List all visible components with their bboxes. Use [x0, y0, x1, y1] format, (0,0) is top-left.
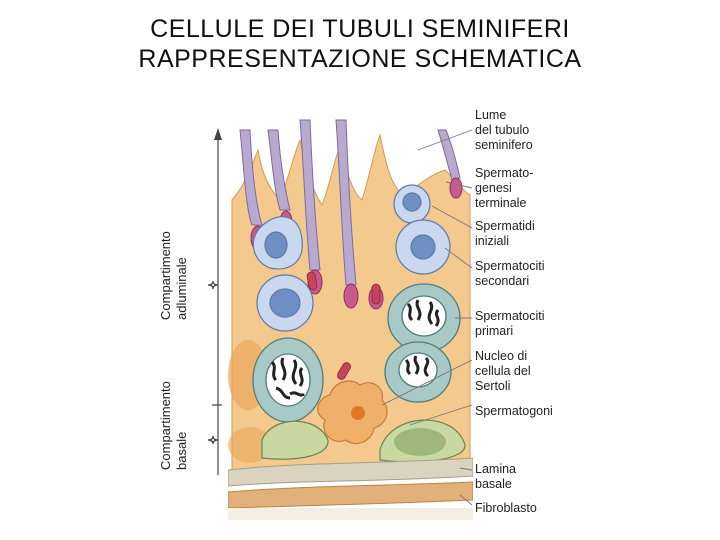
label-spermatociti-primari: Spermatociti primari — [475, 309, 548, 338]
leader-lines — [381, 129, 473, 506]
label-spermatociti-secondari: Spermatociti secondari — [475, 259, 548, 288]
right-labels: Lume del tubulo seminifero Spermato- gen… — [475, 108, 553, 515]
spermatid-cell — [395, 219, 451, 275]
spermatid-cell — [256, 274, 314, 332]
compartimento-adluminale-label: Compartimento adluminale — [158, 228, 189, 321]
spermatogonium-cell — [261, 419, 466, 463]
compartment-brackets — [207, 128, 222, 475]
tissue-illustration — [228, 100, 473, 520]
label-nucleo-sertoli: Nucleo di cellula del Sertoli — [475, 349, 534, 393]
title-line-1: CELLULE DEI TUBULI SEMINIFERI — [150, 15, 570, 43]
basal-lamina — [228, 457, 473, 487]
fibroblast-layer — [228, 481, 473, 509]
compartimento-basale-label: Compartimento basale — [158, 378, 189, 471]
label-spermatogenesi: Spermato- genesi terminale — [475, 166, 537, 210]
spermatocyte-cell — [384, 341, 452, 403]
sertoli-nucleus — [317, 380, 388, 445]
label-spermatidi: Spermatidi iniziali — [475, 219, 538, 248]
spermatocyte-cell — [387, 283, 461, 353]
title-line-2: RAPPRESENTAZIONE SCHEMATICA — [138, 45, 582, 73]
up-arrow-icon — [214, 128, 222, 140]
spermatid-cell — [393, 184, 431, 224]
label-spermatogoni: Spermatogoni — [475, 404, 553, 418]
spermatid-cell — [252, 216, 303, 270]
label-lume: Lume del tubulo seminifero — [475, 108, 533, 152]
label-lamina: Lamina basale — [475, 462, 519, 491]
spermatocyte-cell — [252, 337, 324, 423]
label-fibroblasto: Fibroblasto — [475, 501, 537, 515]
